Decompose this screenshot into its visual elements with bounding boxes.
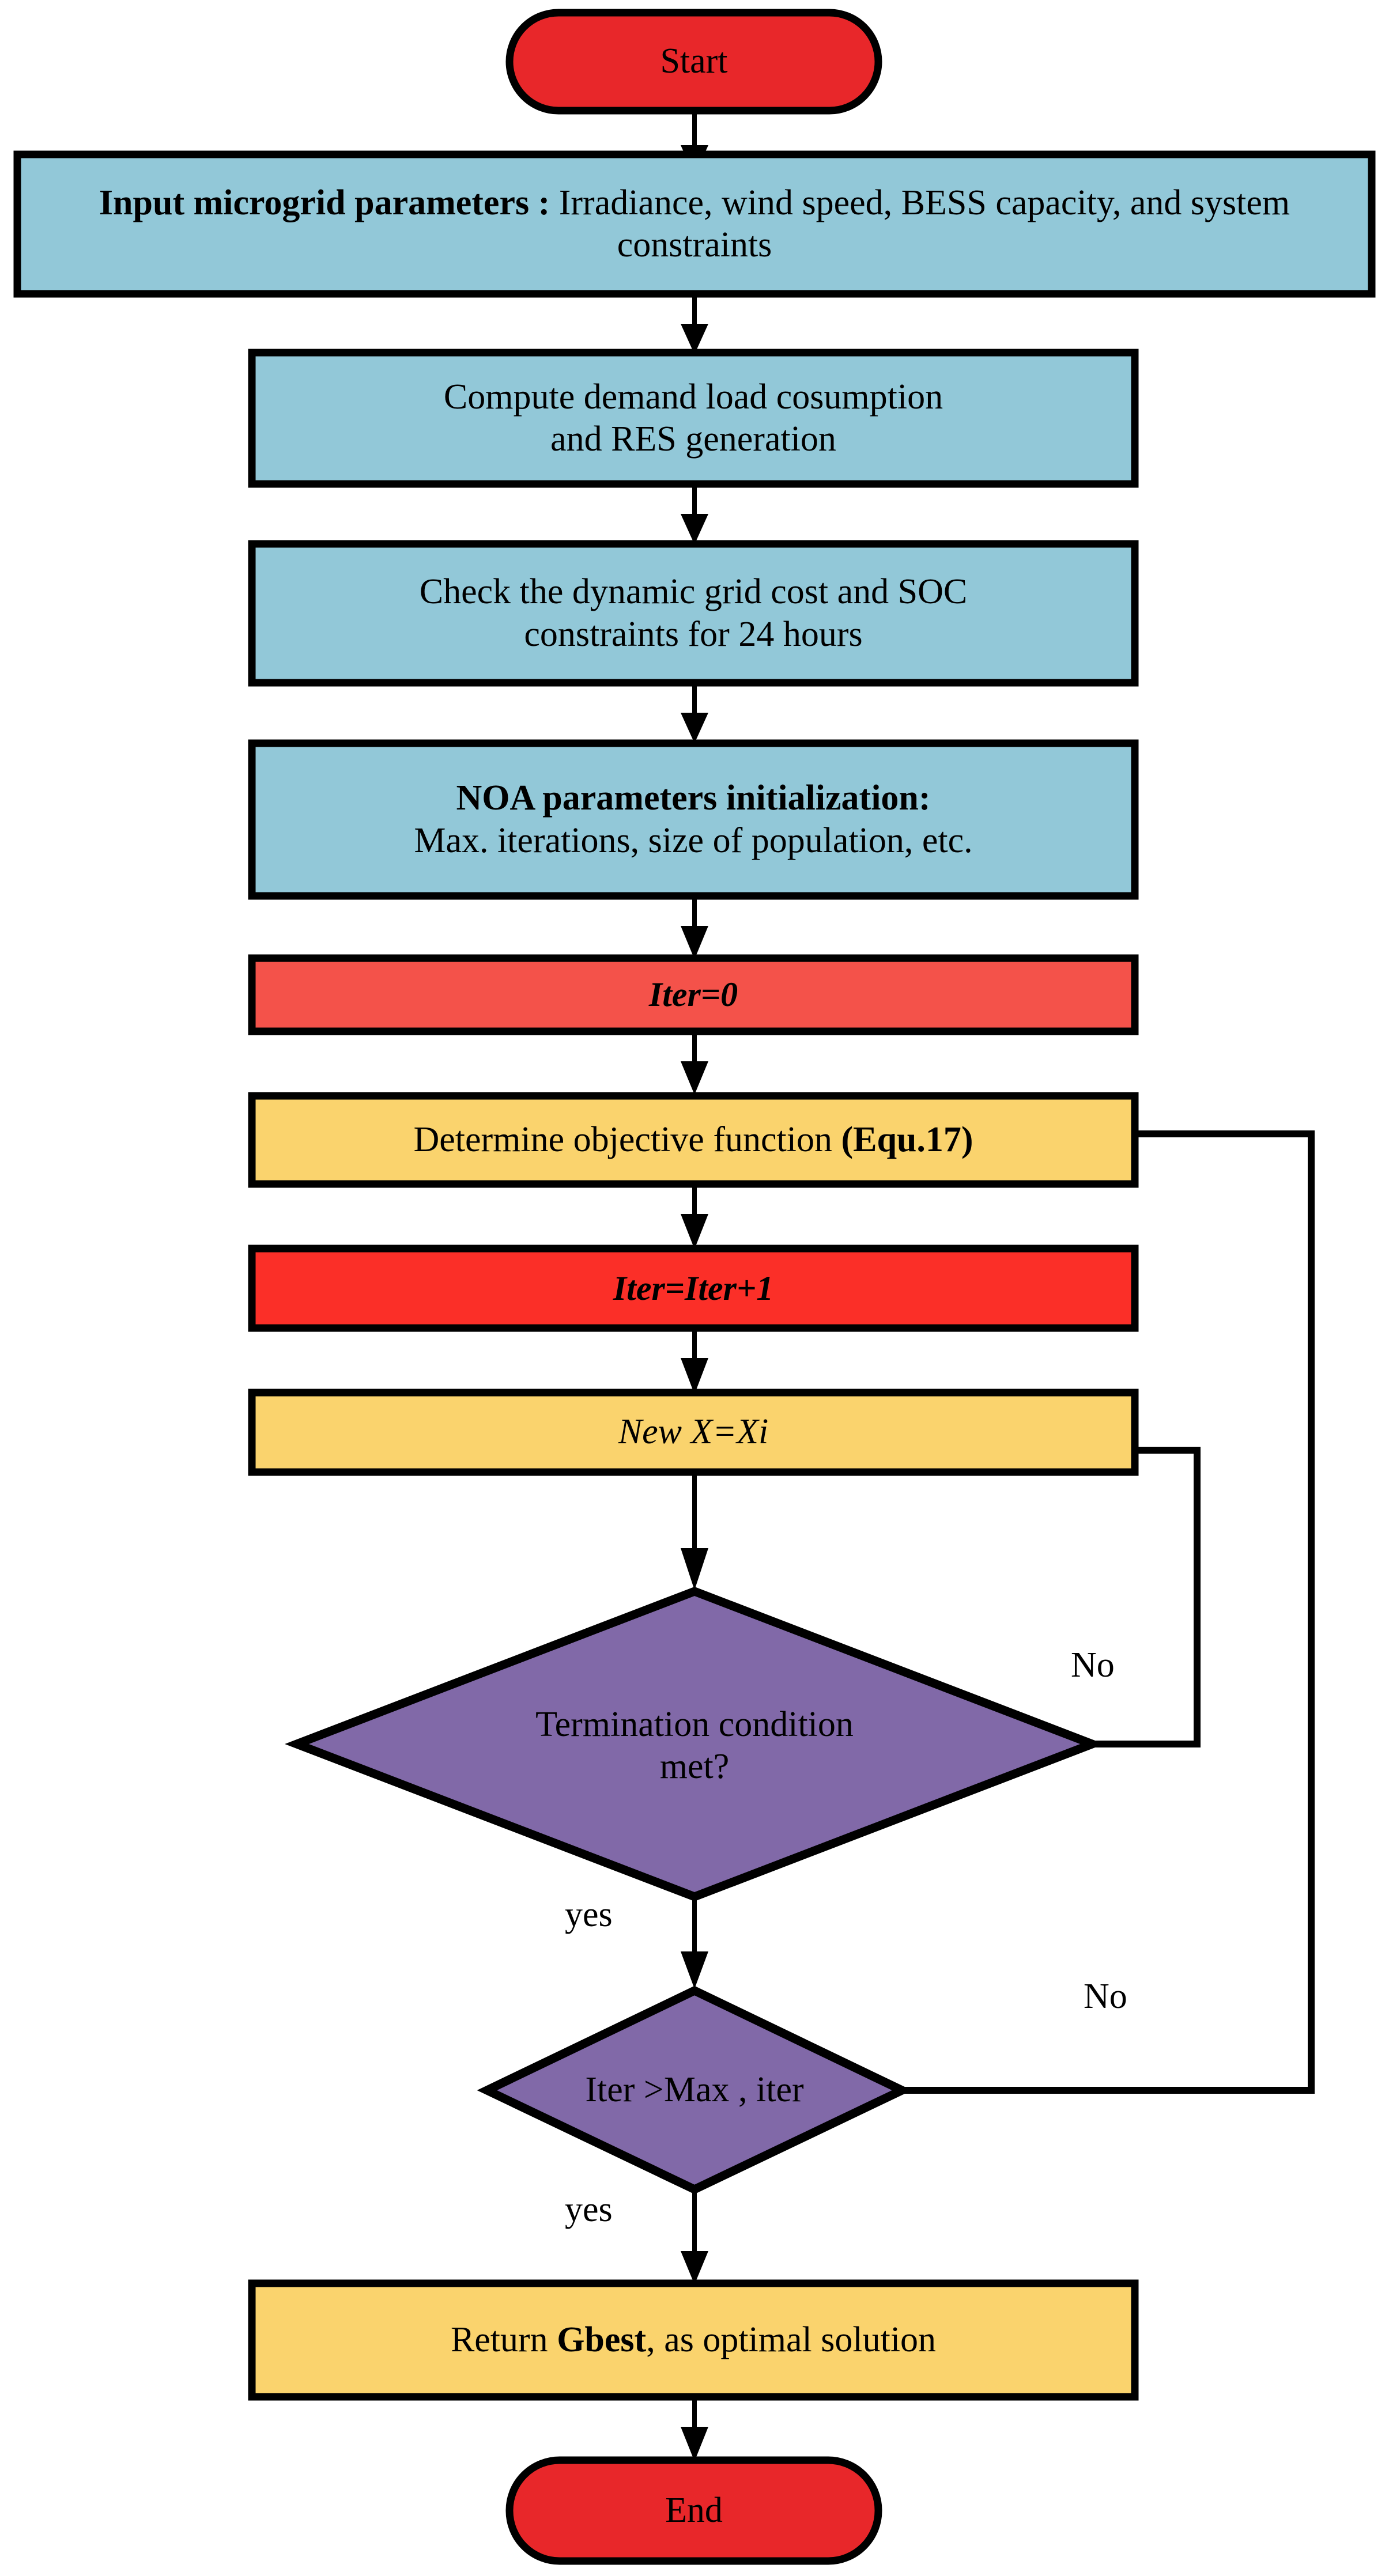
node-compute-demand-shape[interactable]	[248, 349, 1139, 488]
connector-gbest-to-end	[681, 2397, 708, 2461]
connector-compute-to-check	[681, 484, 708, 544]
node-return-gbest-shape[interactable]	[248, 2279, 1139, 2401]
connector-termination-yes	[681, 1897, 708, 1989]
node-input-parameters-shape[interactable]	[13, 150, 1376, 298]
connector-check-to-noainit	[681, 683, 708, 743]
node-noa-init-shape[interactable]	[248, 739, 1139, 900]
connector-iterzero-to-objective	[681, 1031, 708, 1095]
connector-objective-to-iterincrement	[681, 1184, 708, 1249]
node-termination-check-shape[interactable]	[285, 1586, 1104, 1902]
node-iter-max-check-shape[interactable]	[477, 1985, 912, 2195]
connector-itermax-yes	[681, 2189, 708, 2284]
connector-input-to-compute	[681, 294, 708, 354]
node-new-x-shape[interactable]	[248, 1389, 1139, 1476]
connector-noainit-to-iterzero	[681, 896, 708, 959]
connector-termination-no-loop	[1081, 1431, 1201, 1747]
node-objective-function-shape[interactable]	[248, 1092, 1139, 1188]
node-iter-increment-shape[interactable]	[248, 1245, 1139, 1332]
connector-iterincrement-to-newx	[681, 1328, 708, 1394]
node-end-shape[interactable]	[505, 2456, 882, 2565]
node-iter-zero-shape[interactable]	[248, 954, 1139, 1035]
node-check-grid-cost-shape[interactable]	[248, 540, 1139, 687]
connector-newx-to-termination	[681, 1472, 708, 1590]
node-start-shape[interactable]	[505, 9, 882, 115]
